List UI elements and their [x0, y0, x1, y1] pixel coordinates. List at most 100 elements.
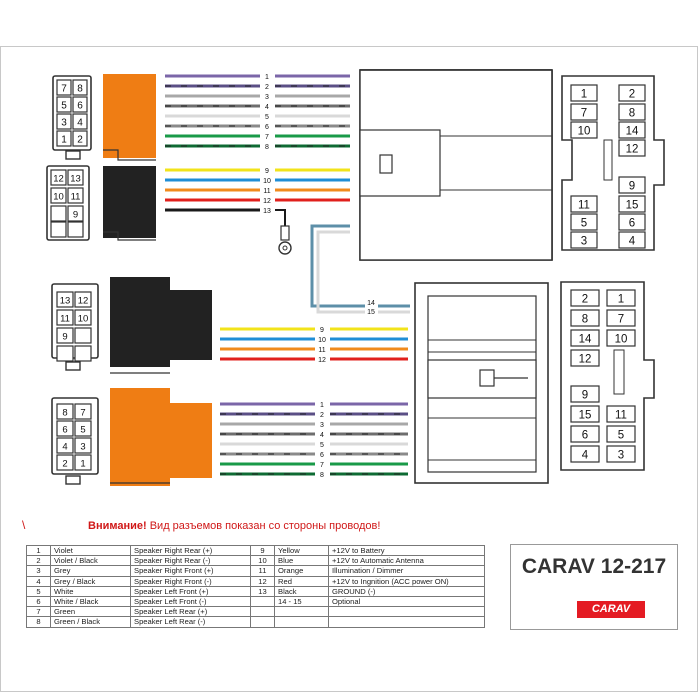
pin-cell: [570, 329, 600, 347]
legend-cell: [250, 616, 275, 628]
pin-cell: [606, 309, 636, 327]
legend-cell: +12V to Automatic Antenna: [328, 555, 485, 567]
legend-cell: 4: [26, 575, 51, 587]
pin-label: 8: [62, 408, 67, 419]
pin-cell: [606, 445, 636, 463]
pin-label: 13: [60, 296, 71, 307]
legend-cell: Speaker Left Rear (+): [130, 606, 251, 618]
wire-number: 12: [318, 357, 326, 364]
pin-cell: [50, 187, 67, 204]
pin-label: 6: [62, 425, 67, 436]
pin-cell: [618, 176, 646, 194]
legend-cell: Grey: [50, 565, 131, 577]
pin-label: 11: [71, 192, 81, 203]
legend-cell: Green: [50, 606, 131, 618]
socket-bottom-body: [560, 281, 655, 471]
pin-cell: [618, 195, 646, 213]
legend-cell: 2: [26, 555, 51, 567]
pin-cell: [570, 405, 600, 423]
pin-label: 2: [629, 89, 635, 101]
pin-label: 9: [73, 210, 78, 221]
pin-cell: [50, 205, 67, 222]
legend-cell: [328, 616, 485, 628]
pin-label: 11: [615, 410, 627, 422]
wire-number: 11: [318, 347, 325, 354]
pin-cell: [56, 96, 72, 113]
black-connector-top-edge: [103, 231, 156, 241]
pin-label: 7: [618, 314, 624, 326]
pin-label: 15: [626, 200, 639, 212]
pin-cell: [72, 113, 88, 130]
pin-cell: [74, 345, 92, 362]
legend-cell: 5: [26, 585, 51, 597]
orange-connector-top-edge: [103, 149, 156, 161]
hu-top-latch-area: [359, 129, 441, 197]
pin-cell: [570, 195, 598, 213]
black-connector-top: [103, 166, 156, 238]
hu-top-edge: [360, 69, 553, 260]
model-number: CARAV 12-217: [521, 555, 667, 578]
pin-label: 4: [62, 442, 67, 453]
pin-cell: [56, 403, 74, 420]
pin-label: 12: [53, 174, 64, 185]
pin-cell: [618, 213, 646, 231]
warning-marker: \: [22, 518, 26, 532]
legend-cell: Speaker Left Rear (-): [130, 616, 251, 628]
legend-cell: Grey / Black: [50, 575, 131, 587]
legend-cell: 10: [250, 555, 275, 567]
pin-cell: [570, 309, 600, 327]
pin-label: 5: [61, 101, 67, 112]
legend-cell: 7: [26, 606, 51, 618]
pin-label: 10: [615, 334, 628, 346]
antenna-wire-14: [310, 224, 365, 308]
pin-label: 5: [581, 218, 587, 230]
pin-cell: [56, 113, 72, 130]
pin-label: 4: [582, 450, 589, 462]
legend-cell: 6: [26, 595, 51, 608]
ground-terminal-crimp: [280, 225, 290, 241]
wire-number: 8: [265, 144, 269, 151]
pin-cell: [74, 437, 92, 454]
wire-number: 1: [320, 402, 324, 409]
legend-cell: Speaker Right Front (+): [130, 565, 251, 577]
pin-label: 8: [77, 84, 83, 95]
legend-cell: Blue: [274, 555, 329, 567]
wire-number: 6: [265, 124, 269, 131]
legend-cell: Illumination / Dimmer: [328, 565, 485, 577]
connector-c-latch: [65, 361, 81, 371]
pin-cell: [570, 213, 598, 231]
pin-label: 15: [579, 410, 592, 422]
legend-cell: [328, 606, 485, 618]
pin-cell: [67, 169, 84, 186]
pin-cell: [72, 79, 88, 96]
legend-cell: 12: [250, 575, 275, 587]
pin-label: 13: [70, 174, 81, 185]
legend-cell: Speaker Right Rear (-): [130, 555, 251, 567]
pin-cell: [50, 169, 67, 186]
legend-cell: 1: [26, 544, 51, 557]
wire-number: 1: [265, 74, 269, 81]
pin-label: 10: [78, 314, 89, 325]
connector-d-latch: [65, 475, 81, 485]
pin-label: 5: [80, 425, 85, 436]
warning-note: Внимание! Вид разъемов показан со сторон…: [88, 520, 380, 532]
pin-cell: [56, 291, 74, 308]
legend-cell: Speaker Right Rear (+): [130, 544, 251, 557]
pin-cell: [606, 329, 636, 347]
pin-cell: [570, 385, 600, 403]
wire-number: 7: [320, 462, 324, 469]
socket-top-key: [603, 139, 613, 181]
pin-label: 11: [60, 314, 70, 325]
pin-cell: [570, 289, 600, 307]
orange-connector-top-tab: [103, 148, 156, 158]
